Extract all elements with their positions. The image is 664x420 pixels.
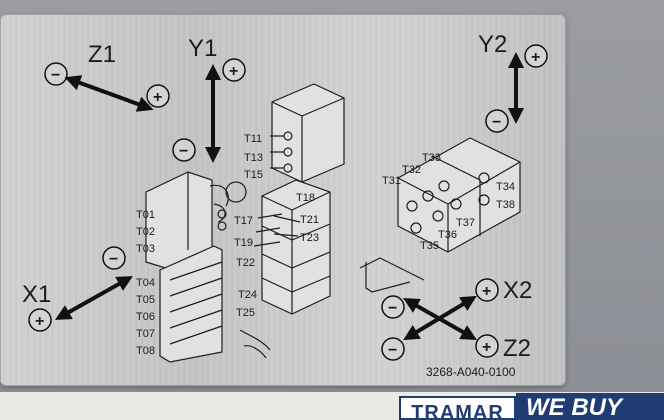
tool-label: T04 xyxy=(136,277,155,289)
tool-label: T37 xyxy=(456,217,475,229)
tool-label: T21 xyxy=(300,214,319,226)
x2-plus-symbol xyxy=(475,278,499,302)
top-tool-block-drawing xyxy=(270,83,345,183)
y1-plus-text: + xyxy=(229,63,238,80)
top-tool-labels: T11 T13 T15 xyxy=(244,133,263,181)
x1-arrow xyxy=(55,276,133,320)
mid-tool-labels: T17 T18 T19 T21 T22 T23 T24 T25 xyxy=(234,192,319,319)
z2-plus-symbol xyxy=(475,334,499,358)
tool-label: T11 xyxy=(244,133,262,145)
right-tool-labels: T31 T32 T33 T34 T35 T36 T37 T38 xyxy=(382,152,515,252)
tool-label: T33 xyxy=(422,152,441,164)
z2-label: Z2 xyxy=(503,335,531,362)
tool-label: T07 xyxy=(136,328,155,340)
y2-label: Y2 xyxy=(478,31,507,58)
z2-minus-symbol xyxy=(381,337,405,361)
tool-label: T03 xyxy=(136,243,155,255)
z1-minus-text: − xyxy=(51,67,60,84)
tool-label: T01 xyxy=(136,209,155,221)
right-turret-drawing xyxy=(359,137,521,293)
y1-minus-text: − xyxy=(179,143,188,160)
z1-minus-symbol xyxy=(44,62,68,86)
left-tool-labels: T01 T02 T03 T04 T05 T06 T07 T08 xyxy=(136,209,155,357)
y1-minus-symbol xyxy=(172,138,196,162)
tool-label: T35 xyxy=(420,240,439,252)
z1-arrow xyxy=(64,75,154,112)
tool-label: T31 xyxy=(382,175,401,187)
tool-label: T08 xyxy=(136,345,155,357)
part-number: 3268-A040-0100 xyxy=(426,365,516,379)
tool-label: T05 xyxy=(136,294,155,306)
tool-label: T34 xyxy=(496,181,515,193)
tool-label: T13 xyxy=(244,152,263,164)
z1-plus-text: + xyxy=(153,89,162,106)
we-buy-banner: WE BUY xyxy=(516,393,664,420)
z2-plus-text: + xyxy=(482,339,491,356)
tool-label: T17 xyxy=(234,215,253,227)
x1-arrow-group: − X1 + xyxy=(22,246,133,332)
tool-label: T15 xyxy=(244,169,263,181)
y2-minus-text: − xyxy=(492,114,501,131)
y1-label: Y1 xyxy=(188,35,217,62)
x1-plus-symbol xyxy=(28,308,52,332)
tool-label: T18 xyxy=(296,192,315,204)
z1-plus-symbol xyxy=(146,84,170,108)
x2-minus-text: − xyxy=(388,300,397,317)
x1-minus-symbol xyxy=(102,246,126,270)
tool-label: T22 xyxy=(236,257,255,269)
tramar-logo: TRAMAR xyxy=(399,396,516,420)
tool-label: T02 xyxy=(136,226,155,238)
y2-minus-symbol xyxy=(485,109,509,133)
mid-tool-tower-drawing xyxy=(239,179,331,359)
tool-label: T23 xyxy=(300,232,319,244)
tool-label: T19 xyxy=(234,237,253,249)
x2-z2-arrow-group: − + X2 − + Z2 xyxy=(381,277,532,362)
z2-arrow xyxy=(403,298,477,340)
x2-label: X2 xyxy=(503,277,532,304)
tool-label: T06 xyxy=(136,311,155,323)
z1-arrow-group: Z1 − + xyxy=(44,41,170,112)
x1-minus-text: − xyxy=(109,251,118,268)
tool-label: T36 xyxy=(438,229,457,241)
tool-label: T24 xyxy=(238,289,257,301)
y2-plus-symbol xyxy=(524,44,548,68)
y2-arrow-group: Y2 + − xyxy=(478,31,548,133)
x1-label: X1 xyxy=(22,281,51,308)
tool-label: T32 xyxy=(402,164,421,176)
y1-plus-symbol xyxy=(222,58,246,82)
x1-plus-text: + xyxy=(35,313,44,330)
tool-label: T38 xyxy=(496,199,515,211)
left-turret-drawing xyxy=(145,171,247,363)
z1-label: Z1 xyxy=(88,41,116,68)
z2-minus-text: − xyxy=(388,342,397,359)
y1-arrow-group: Y1 + − xyxy=(172,35,246,163)
tool-label: T25 xyxy=(236,307,255,319)
y2-plus-text: + xyxy=(531,49,540,66)
x2-plus-text: + xyxy=(482,283,491,300)
